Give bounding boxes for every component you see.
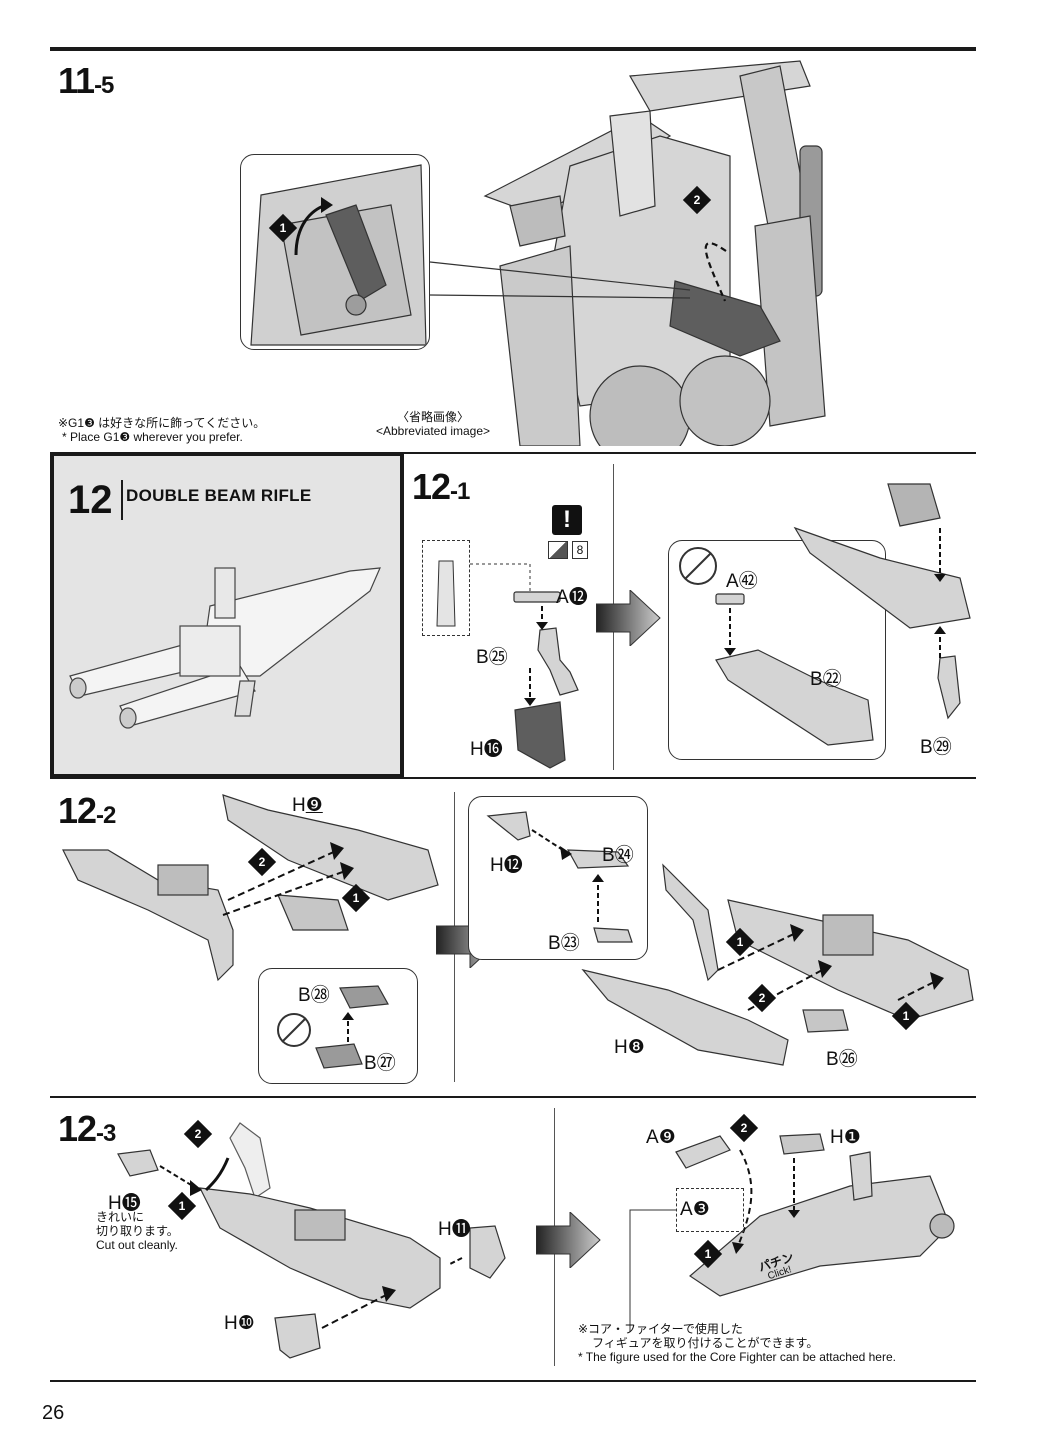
step-12-2-right-callout-detail (486, 811, 633, 943)
label-b25: B㉕ (476, 647, 508, 668)
step-12-2-assembly-right (581, 863, 974, 1066)
callout-lines (429, 261, 691, 299)
figure-attach-note: ※コア・ファイターで使用した フィギュアを取り付けることができます。 * The… (578, 1322, 896, 1364)
marker-2: 2 (247, 847, 277, 877)
label-a12: A⓬ (556, 587, 588, 608)
marker-1: 1 (268, 213, 298, 243)
double-beam-rifle-illustration (69, 567, 381, 729)
marker-2: 2 (682, 185, 712, 215)
label-a3: A❸ (680, 1199, 710, 1220)
label-a9: A❾ (646, 1127, 676, 1148)
sticker-detail-box (422, 540, 470, 636)
abbreviated-image-note: 〈省略画像〉 <Abbreviated image> (375, 410, 491, 438)
detail-illustration (250, 164, 427, 346)
label-h16: H⓰ (470, 739, 503, 760)
place-note: ※G1❸ は好きな所に飾ってください。 * Place G1❸ wherever… (58, 416, 266, 444)
label-h1: H❶ (830, 1127, 861, 1148)
label-h9: H❾ (292, 795, 323, 816)
label-b24: B㉔ (602, 845, 634, 866)
step-12-3-assembly-left (117, 1122, 506, 1359)
step-12-1-heading: 12-1 (412, 466, 470, 507)
label-b27: B㉗ (364, 1053, 396, 1074)
label-h12: H⓬ (490, 855, 523, 876)
exclamation-icon: ! (552, 505, 582, 535)
step-12-3-assembly-right (675, 1133, 955, 1297)
label-h8: H❽ (614, 1037, 645, 1058)
label-a42: A㊷ (726, 571, 758, 592)
label-b28: B㉘ (298, 985, 330, 1006)
label-b26: B㉖ (826, 1049, 858, 1070)
step-12-3-heading: 12-3 (58, 1108, 116, 1149)
marker-1: 1 (891, 1001, 921, 1031)
step-12-1-assembly (793, 483, 971, 720)
row-rule-1 (50, 452, 976, 454)
page-number: 26 (42, 1402, 65, 1424)
label-h15: H⓯ (108, 1193, 141, 1214)
step-12-2-heading: 12-2 (58, 790, 116, 831)
vertical-divider-12 (400, 452, 402, 778)
sticker-leader (470, 563, 531, 594)
detail-callout-box (240, 154, 430, 350)
step-11-5-heading: 11-5 (58, 60, 114, 101)
bottom-rule (50, 1380, 976, 1382)
step-12-2-callout-detail (277, 985, 389, 1069)
step-12-number: 12 (68, 480, 123, 520)
step-12-1-callout-detail (679, 547, 874, 746)
row-rule-3 (50, 1096, 976, 1098)
step-12-panel: 12 DOUBLE BEAM RIFLE (50, 452, 404, 778)
sticker-ref: 8 (572, 541, 588, 559)
marker-1: 1 (725, 927, 755, 957)
marker-2: 2 (183, 1119, 213, 1149)
sticker-icon (548, 541, 568, 559)
row-rule-2 (50, 777, 976, 779)
next-arrow-icon (596, 590, 661, 646)
label-b22: B㉒ (810, 669, 842, 690)
figure-leader (629, 1209, 676, 1332)
figure-dashed-box (676, 1188, 744, 1232)
step-12-2-assembly-left (62, 794, 439, 982)
label-h11: H⓫ (438, 1219, 471, 1240)
cut-cleanly-note: きれいに 切り取ります。 Cut out cleanly. (96, 1210, 179, 1252)
label-h10: H❿ (224, 1313, 255, 1334)
step-12-1-parts-left (513, 591, 579, 769)
top-rule (50, 47, 976, 51)
marker-1: 1 (693, 1239, 723, 1269)
marker-2: 2 (729, 1113, 759, 1143)
label-b23: B㉓ (548, 933, 580, 954)
next-arrow-icon (536, 1212, 601, 1268)
step-12-title: DOUBLE BEAM RIFLE (126, 486, 312, 505)
marker-1: 1 (341, 883, 371, 913)
marker-2: 2 (747, 983, 777, 1013)
label-b29: B㉙ (920, 737, 952, 758)
